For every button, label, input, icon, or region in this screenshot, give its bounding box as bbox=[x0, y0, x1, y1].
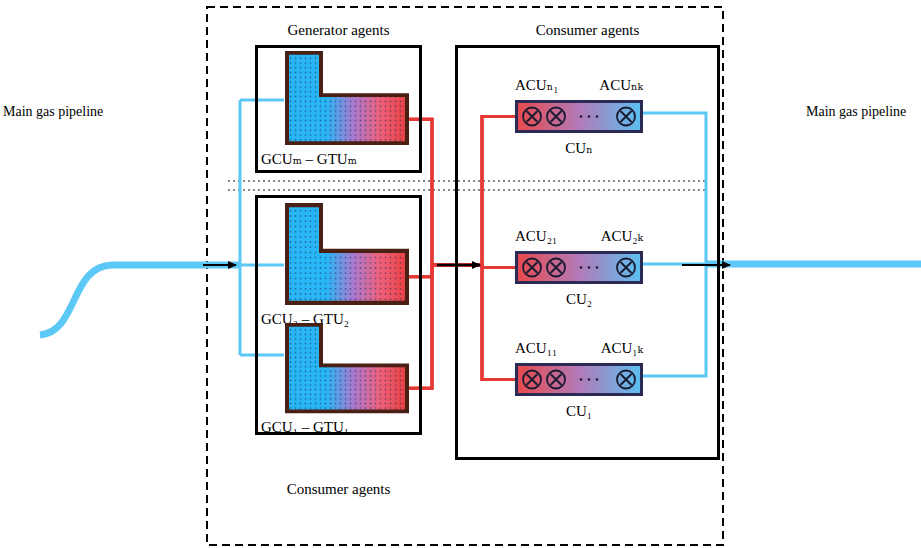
consumer-unit-bar bbox=[515, 100, 643, 133]
turbine-shape bbox=[283, 323, 410, 415]
flow-arrow bbox=[437, 264, 480, 267]
consumer-unit: ACU₁₁ACU₁ₖCU₁ bbox=[515, 363, 643, 396]
consumer-unit: ACUₙ₁ACUₙₖCUₙ bbox=[515, 100, 643, 133]
exhaust-gas-line bbox=[408, 119, 515, 267]
agent-group-box: Generator agentsGCUₘ – GTUₘ bbox=[255, 45, 422, 173]
ellipsis-dot bbox=[596, 378, 599, 381]
exhaust-gas-line bbox=[408, 117, 515, 266]
group-heading: Generator agents bbox=[287, 21, 389, 39]
bar-body bbox=[517, 365, 642, 395]
outer-boundary bbox=[207, 7, 723, 545]
acu-label: ACUₙ₁ bbox=[515, 76, 558, 94]
ellipsis-dot bbox=[588, 378, 591, 381]
ellipsis-dot bbox=[588, 266, 591, 269]
acu-symbol bbox=[621, 374, 632, 385]
acu-symbol bbox=[551, 262, 562, 273]
exhaust-gas-line bbox=[408, 119, 515, 379]
acu-symbol bbox=[617, 371, 635, 389]
acu-symbol bbox=[547, 108, 565, 126]
consumer-unit: ACU₂₁ACU₂ₖCU₂ bbox=[515, 251, 643, 284]
acu-symbol bbox=[617, 259, 635, 277]
separator-line bbox=[228, 180, 705, 182]
acu-symbol bbox=[547, 259, 565, 277]
acu-label: ACU₂₁ bbox=[515, 227, 557, 245]
gas-return-lines bbox=[640, 113, 706, 376]
acu-symbol bbox=[621, 262, 632, 273]
flow-arrow bbox=[682, 264, 730, 266]
acu-symbol bbox=[547, 371, 565, 389]
acu-symbol bbox=[551, 374, 562, 385]
acu-symbol bbox=[523, 259, 541, 277]
ellipsis-dot bbox=[580, 266, 583, 269]
consumer-unit-bar bbox=[515, 251, 643, 284]
acu-symbol bbox=[523, 371, 541, 389]
pipeline-label: Main gas pipeline bbox=[806, 103, 906, 121]
ellipsis-dot bbox=[580, 378, 583, 381]
acu-symbol bbox=[551, 111, 562, 122]
gas-turbine-unit: GCUₘ – GTUₘ bbox=[283, 51, 410, 147]
turbine-shape bbox=[283, 51, 410, 147]
unit-label: GCUₘ – GTUₘ bbox=[261, 150, 357, 168]
acu-symbol bbox=[527, 111, 538, 122]
acu-symbol bbox=[527, 374, 538, 385]
exhaust-gas-line bbox=[408, 117, 515, 389]
agent-group-box: Consumer agentsGCU₂ – GTU₂GCU₁ – GTU₁ bbox=[255, 195, 422, 435]
cu-label: CU₁ bbox=[566, 402, 592, 420]
ellipsis-dot bbox=[596, 115, 599, 118]
turbine-body bbox=[287, 325, 407, 411]
exhaust-gas-line bbox=[408, 117, 515, 277]
main-pipeline-out bbox=[706, 261, 921, 268]
acu-symbol bbox=[621, 111, 632, 122]
unit-label: GCU₁ – GTU₁ bbox=[261, 418, 349, 436]
cu-label: CUₙ bbox=[565, 139, 592, 157]
gas-turbine-unit: GCU₂ – GTU₂ bbox=[283, 203, 410, 307]
turbine-shape bbox=[283, 203, 410, 307]
agent-group-box: Consumer agentsACUₙ₁ACUₙₖCUₙACU₂₁ACU₂ₖCU… bbox=[455, 45, 720, 460]
ellipsis-dot bbox=[596, 266, 599, 269]
group-heading: Consumer agents bbox=[287, 480, 391, 498]
gas-turbine-unit: GCU₁ – GTU₁ bbox=[283, 323, 410, 415]
bar-body bbox=[517, 102, 642, 132]
turbine-texture bbox=[289, 207, 405, 301]
acu-symbol bbox=[523, 108, 541, 126]
acu-label: ACU₁ₖ bbox=[601, 339, 643, 357]
flow-arrow bbox=[203, 264, 236, 266]
acu-symbol bbox=[527, 262, 538, 273]
acu-label: ACU₁₁ bbox=[515, 339, 557, 357]
turbine-body bbox=[287, 205, 407, 303]
acu-label: ACU₂ₖ bbox=[601, 227, 643, 245]
acu-label: ACUₙₖ bbox=[599, 76, 643, 94]
consumer-unit-bar bbox=[515, 363, 643, 396]
ellipsis-dot bbox=[588, 115, 591, 118]
cu-label: CU₂ bbox=[566, 290, 592, 308]
acu-symbol bbox=[617, 108, 635, 126]
ellipsis-dot bbox=[580, 115, 583, 118]
separator-line bbox=[228, 189, 705, 191]
group-heading: Consumer agents bbox=[536, 21, 640, 39]
turbine-texture bbox=[289, 55, 405, 141]
pipeline-label: Main gas pipeline bbox=[3, 103, 103, 121]
turbine-texture bbox=[289, 327, 405, 410]
bar-body bbox=[517, 253, 642, 283]
exhaust-gas-line bbox=[408, 265, 515, 388]
turbine-body bbox=[287, 53, 407, 143]
exhaust-gas-line bbox=[408, 265, 515, 380]
main-pipeline-in bbox=[40, 265, 240, 335]
exhaust-gas-line bbox=[408, 265, 515, 388]
